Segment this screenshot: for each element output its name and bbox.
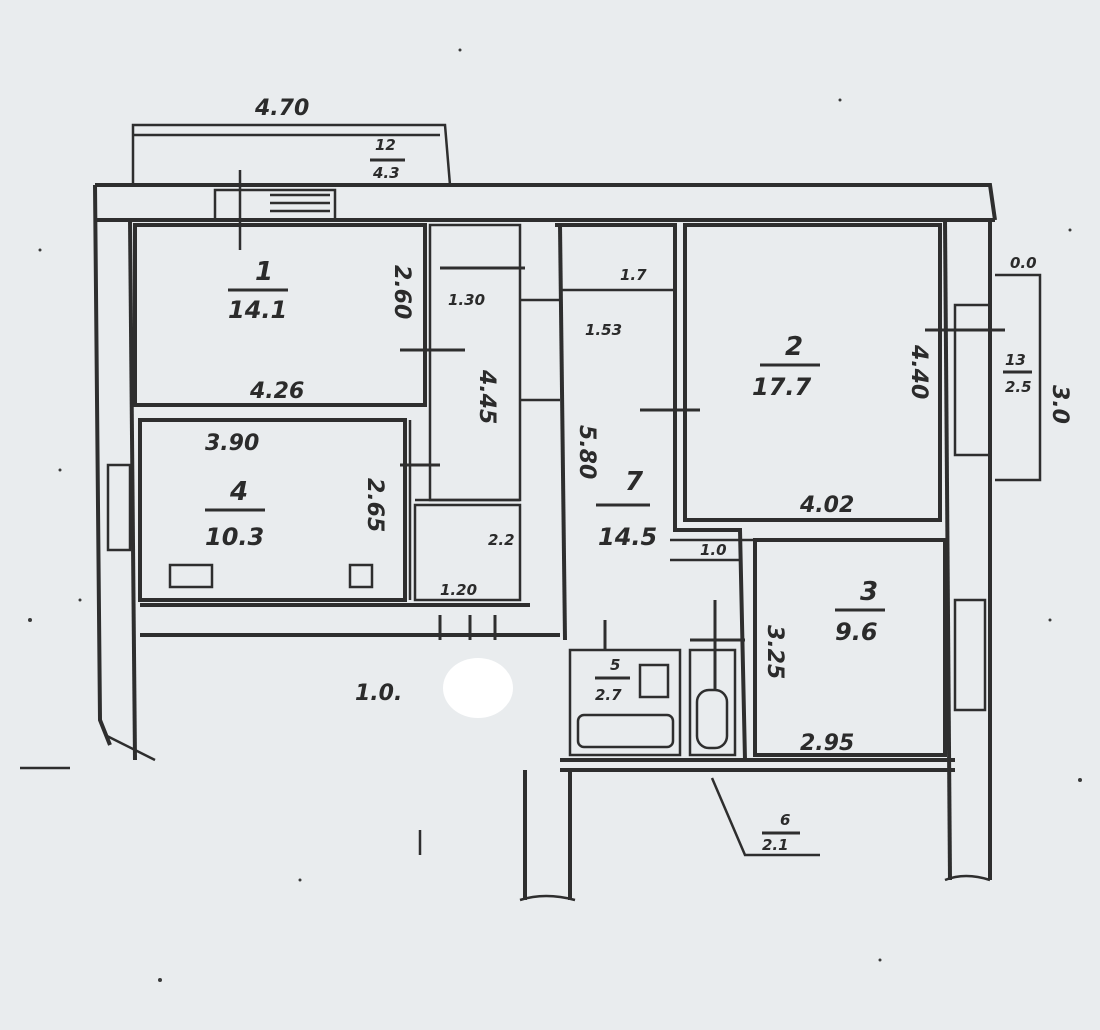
right-strip-dimension: 0.0 — [1010, 254, 1037, 272]
room-3-height: 3.25 — [762, 625, 787, 679]
room-4-width: 3.90 — [205, 431, 259, 456]
top-width-dimension: 4.70 — [254, 96, 309, 121]
room-1-width: 4.26 — [249, 379, 304, 404]
right-balcony-number: 13 — [1005, 351, 1026, 369]
room-3: 1.0 3 9.6 2.95 3.25 — [670, 538, 947, 757]
corridor-height: 4.45 — [474, 369, 499, 424]
room-3-width: 2.95 — [800, 731, 854, 756]
room-3-area: 9.6 — [835, 618, 878, 646]
room-7-area: 14.5 — [598, 523, 657, 551]
room-6: 6 2.1 — [710, 777, 820, 857]
room-5-area: 2.7 — [595, 686, 622, 704]
right-top-closet-width: 1.53 — [585, 321, 622, 339]
scan-specks — [20, 48, 1082, 982]
room-5-bathroom: 5 2.7 — [568, 600, 745, 757]
room-4-area: 10.3 — [205, 523, 264, 551]
room-1-height: 2.60 — [389, 265, 414, 319]
tiny-closet-3: 1.7 — [620, 266, 647, 284]
room-1: 1 14.1 4.26 2.60 — [133, 223, 427, 407]
left-bottom-closet-width: 1.20 — [440, 581, 477, 599]
tiny-closet-1: 2.2 — [488, 531, 515, 549]
room-4-number: 4 — [229, 477, 248, 507]
room-5-number: 5 — [610, 656, 620, 674]
right-balcony-area: 2.5 — [1005, 378, 1032, 396]
room-6-number: 6 — [780, 811, 790, 829]
window-marks — [106, 170, 992, 712]
right-side-dimension: 3.0 — [1047, 385, 1072, 424]
room-1-number: 1 — [255, 257, 273, 287]
right-balcony: 13 2.5 3.0 0.0 — [995, 254, 1072, 482]
room-6-area: 2.1 — [762, 836, 789, 854]
bottom-dash-label: 1.0. — [355, 681, 402, 706]
room-7: 1.53 1.7 7 14.5 5.80 — [520, 223, 747, 761]
overall-dimensions: 4.70 1.0. — [254, 96, 513, 718]
room-2-height: 4.40 — [906, 344, 931, 399]
room-4: 3.90 4 10.3 2.65 — [138, 418, 407, 602]
balcony-number: 12 — [375, 136, 396, 154]
room-2-number: 2 — [785, 332, 803, 362]
tiny-closet-2: 1.0 — [700, 541, 727, 559]
room-2-area: 17.7 — [752, 373, 812, 401]
left-top-closet-width: 1.30 — [448, 291, 485, 309]
light-glare — [443, 658, 513, 718]
room-4-height: 2.65 — [362, 478, 387, 532]
room-1-area: 14.1 — [228, 296, 287, 324]
room-3-number: 3 — [860, 577, 878, 607]
room-2-width: 4.02 — [799, 493, 854, 518]
top-balcony: 12 4.3 — [131, 123, 452, 186]
balcony-area: 4.3 — [372, 164, 400, 182]
room-2: 2 17.7 4.02 4.40 — [683, 223, 1005, 522]
room-7-number: 7 — [625, 467, 644, 497]
room-7-height: 5.80 — [574, 425, 599, 479]
left-closets: 1.30 4.45 1.20 2.2 — [400, 223, 525, 602]
